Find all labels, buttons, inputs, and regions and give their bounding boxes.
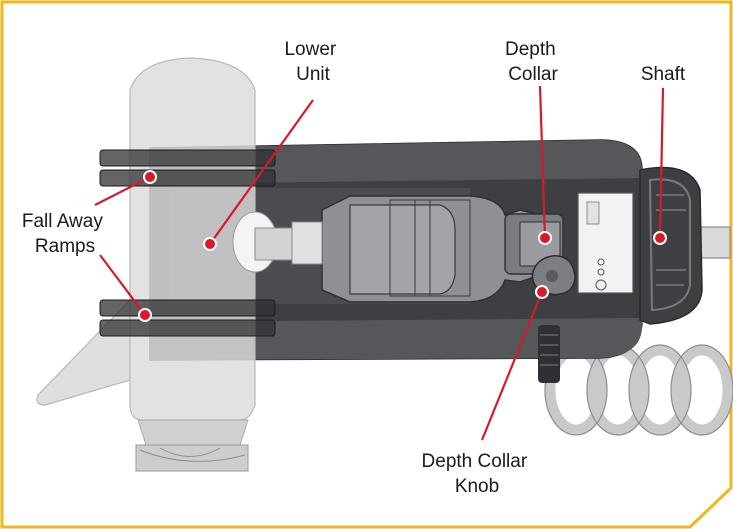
- lower-unit-leader: [209, 99, 314, 245]
- depth-collar-knob-label: Depth Collar Knob: [422, 451, 533, 497]
- coiled-cable: [544, 344, 733, 436]
- depth-collar-leader: [538, 85, 547, 239]
- fall-away-ramps-callout-dot-lower: [138, 308, 152, 322]
- lower-unit-callout-dot: [203, 237, 217, 251]
- shaft-leader: [658, 87, 665, 239]
- fall-away-ramps-leader-lower: [99, 254, 146, 316]
- depth-collar-callout-dot: [538, 231, 552, 245]
- depth-collar-label: Depth Collar: [505, 39, 561, 85]
- depth-collar-knob-leader: [480, 291, 544, 441]
- control-panel: [577, 192, 634, 294]
- depth-collar-knob-callout-dot: [535, 285, 549, 299]
- fall-away-ramps-label: Fall Away Ramps: [22, 211, 108, 257]
- shaft-callout-dot: [653, 231, 667, 245]
- lower-unit-label: Lower Unit: [284, 39, 341, 85]
- fall-away-ramps: [99, 149, 276, 337]
- fall-away-ramps-leader-upper: [94, 176, 151, 206]
- fall-away-ramps-callout-dot-upper: [143, 170, 157, 184]
- shaft-label: Shaft: [641, 64, 686, 85]
- cable-plug: [538, 325, 560, 383]
- handle-bracket: [639, 166, 703, 325]
